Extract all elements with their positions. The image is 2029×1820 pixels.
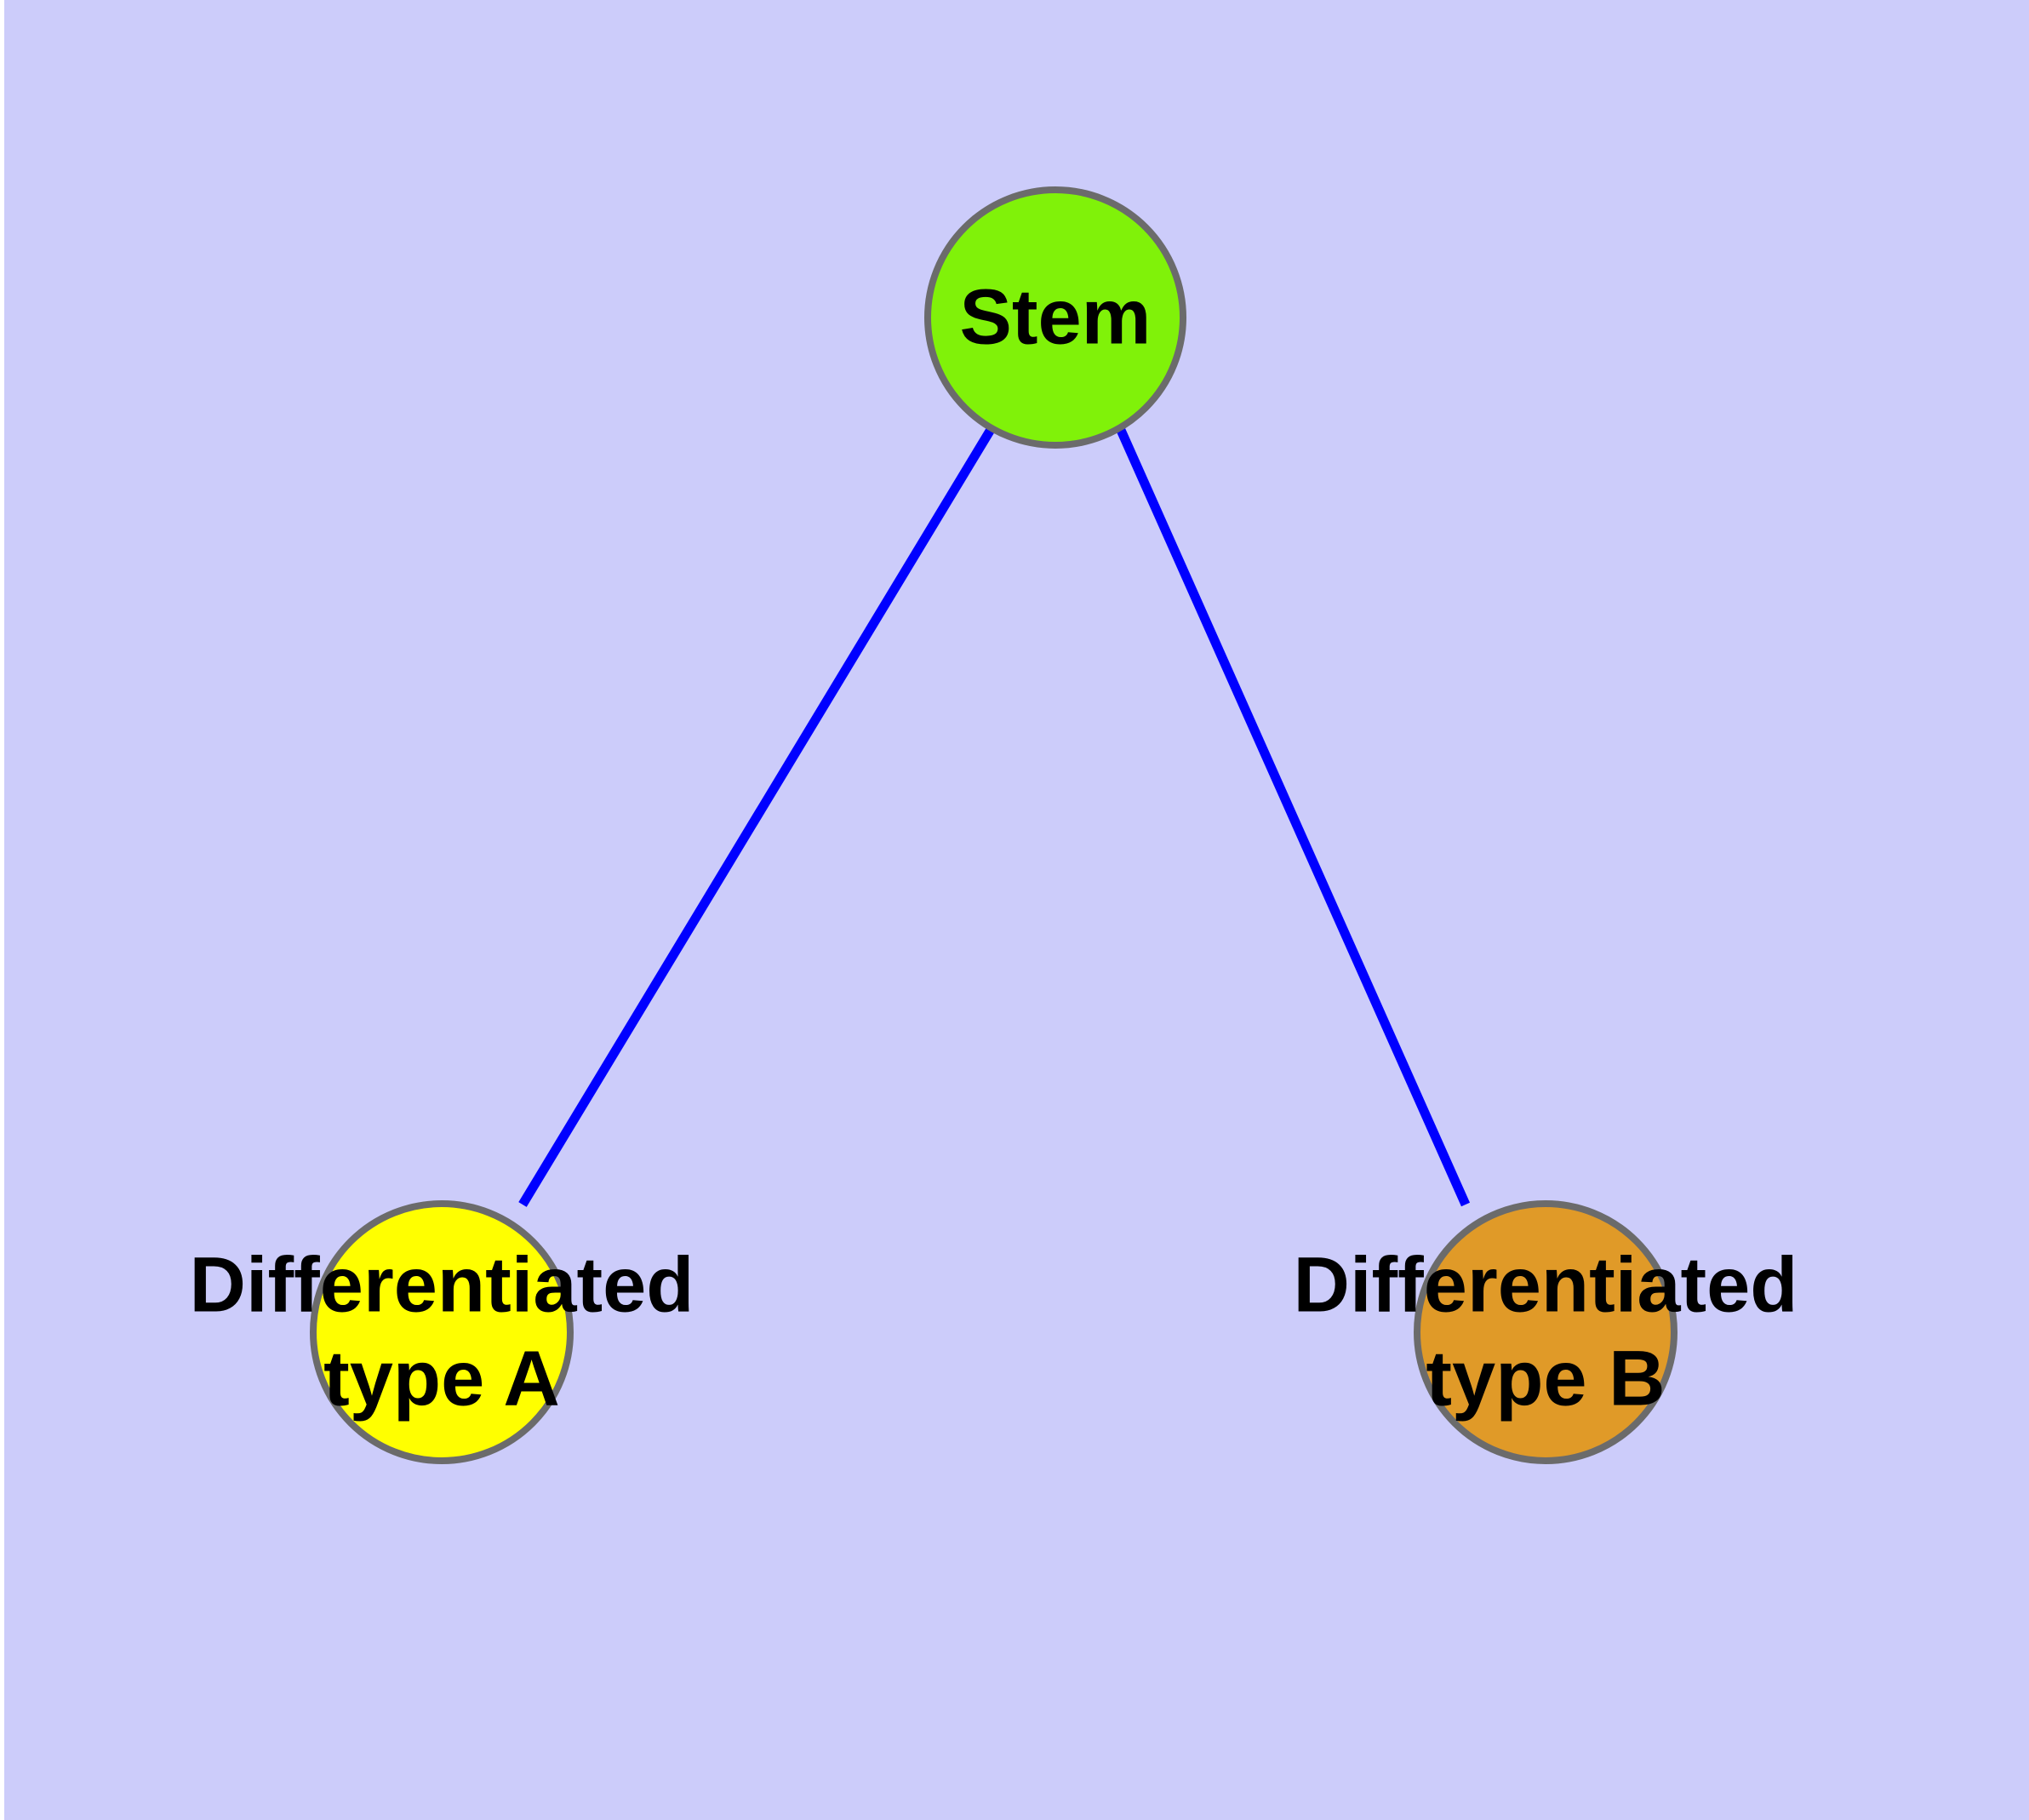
edge-layer [518,426,1471,1207]
edge-stem-to-differentiated-type-a[interactable] [518,426,996,1207]
edge-stem-to-differentiated-type-b[interactable] [1115,426,1471,1207]
node-stem-circle[interactable] [924,186,1186,449]
node-stem-label: Stem [960,273,1152,360]
node-differentiated-type-b-circle[interactable] [1414,1200,1677,1464]
node-stem[interactable]: Stem [924,186,1186,449]
node-differentiated-type-a-circle[interactable] [310,1200,574,1464]
